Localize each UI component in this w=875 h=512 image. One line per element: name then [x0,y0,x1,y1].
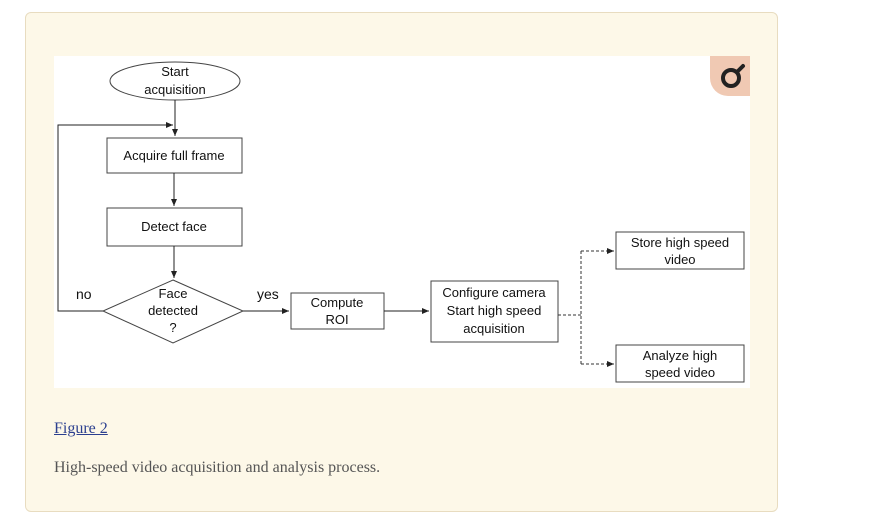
node-store-line-1: Store high speed [631,235,729,250]
node-decision-line-3: ? [169,320,176,335]
node-compute-line-1: Compute [311,295,364,310]
node-start-line-2: acquisition [144,82,205,97]
node-configure-line-1: Configure camera [442,285,546,300]
edge-yes-label: yes [257,286,279,302]
node-store: Store high speed video [615,231,745,270]
magnifier-icon [721,64,745,88]
node-detect-label: Detect face [141,219,207,234]
node-decision-line-2: detected [148,303,198,318]
node-analyze-line-2: speed video [645,365,715,380]
figure-caption: High-speed video acquisition and analysi… [54,459,381,476]
edge-no-label: no [76,286,92,302]
node-decision: Face detected ? [101,279,245,344]
node-acquire: Acquire full frame [106,137,243,174]
node-configure-line-3: acquisition [463,321,524,336]
node-acquire-label: Acquire full frame [123,148,224,163]
node-compute: Compute ROI [290,292,385,330]
node-decision-line-1: Face [159,286,188,301]
node-store-line-2: video [664,252,695,267]
node-analyze: Analyze high speed video [615,344,745,383]
figure-link[interactable]: Figure 2 [54,420,108,437]
flowchart-figure[interactable]: Start acquisition Acquire full frame Det… [54,56,750,388]
zoom-button[interactable] [710,56,750,96]
node-detect: Detect face [106,207,243,247]
node-start: Start acquisition [109,61,241,101]
node-start-line-1: Start [161,64,189,79]
node-configure: Configure camera Start high speed acquis… [430,280,559,343]
node-analyze-line-1: Analyze high [643,348,717,363]
node-configure-line-2: Start high speed [447,303,542,318]
node-compute-line-2: ROI [325,312,348,327]
